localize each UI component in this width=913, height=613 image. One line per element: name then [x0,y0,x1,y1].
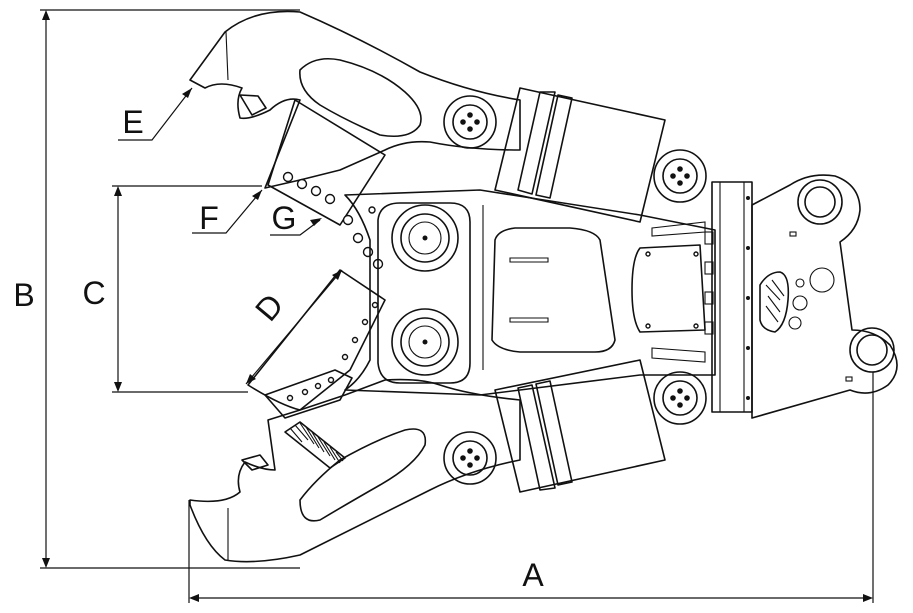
pin-boss-upper-left [443,95,497,149]
label-b: B [13,277,34,313]
central-body [344,189,716,396]
upper-jaw [189,10,521,189]
dimension-a-line [188,372,874,603]
label-g: G [272,200,297,236]
upper-blade-plate [267,99,386,270]
label-e: E [122,104,143,140]
upper-cylinder [494,87,666,223]
mounting-flange [704,181,753,413]
leader-e [118,87,193,141]
upper-pin [391,204,459,272]
label-c: C [82,275,105,311]
pin-boss-upper-right [653,149,707,203]
label-d: D [248,287,290,328]
pin-boss-lower-left [443,431,497,485]
label-f: F [199,200,219,236]
dimension-c-line [112,185,262,393]
dimension-b-line [40,9,300,569]
label-a: A [522,557,544,593]
leader-f [192,189,263,234]
leader-g [270,218,322,236]
lower-pin [391,308,459,376]
dimension-d-line [245,269,343,385]
lower-jaw [189,378,521,563]
lower-cylinder [494,359,666,493]
pin-boss-lower-right [653,371,707,425]
mounting-bracket [751,174,898,419]
hatched-spring [284,421,346,469]
